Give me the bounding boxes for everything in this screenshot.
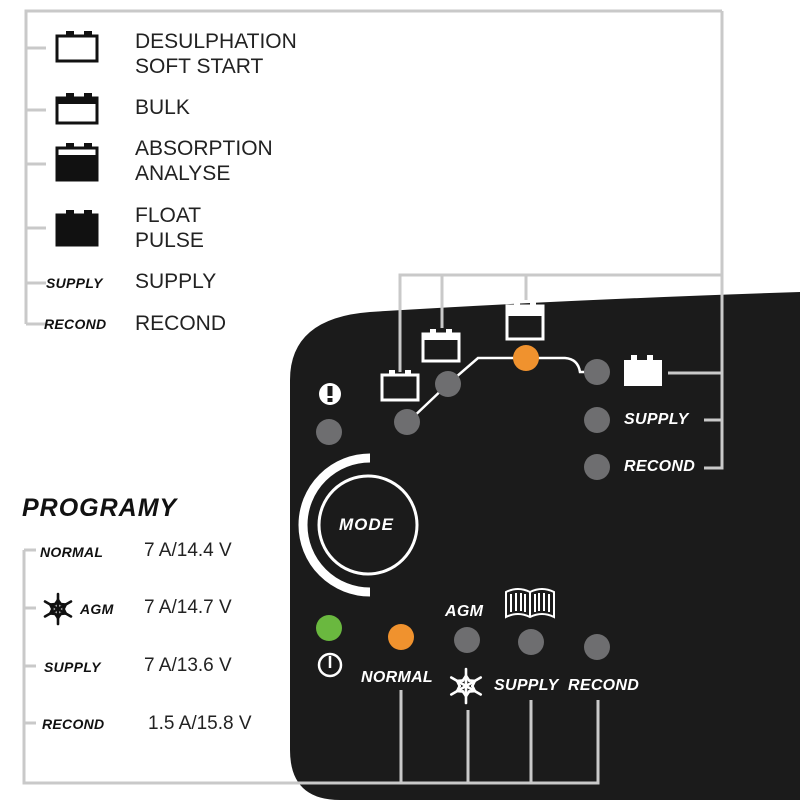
program-recond-tag: RECOND	[42, 716, 105, 732]
panel-recond-label: RECOND	[624, 458, 696, 475]
program-supply-tag: SUPPLY	[44, 659, 101, 675]
programs-bracket	[22, 548, 600, 785]
legend-supply: SUPPLY	[135, 270, 217, 293]
led-agm	[454, 627, 480, 653]
panel-battery-empty-icon	[380, 370, 420, 402]
legend-bracket	[24, 9, 724, 470]
programs-title: PROGRAMY	[22, 494, 178, 522]
led-stage-1	[394, 409, 420, 435]
panel-battery-mid-icon	[505, 301, 545, 341]
led-recond	[584, 454, 610, 480]
mode-ring	[298, 453, 371, 597]
led-supply-mode	[518, 629, 544, 655]
led-error	[316, 419, 342, 445]
battery-full-icon	[55, 210, 99, 247]
charge-curve-line	[407, 356, 598, 423]
program-normal-tag: NORMAL	[40, 544, 104, 560]
panel-agm-label: AGM	[445, 603, 484, 620]
legend-recond: RECOND	[135, 312, 227, 335]
mode-button[interactable]	[317, 474, 419, 576]
warning-icon	[319, 383, 341, 405]
led-normal	[388, 624, 414, 650]
panel-snowflake-icon	[449, 667, 483, 705]
book-icon	[505, 588, 555, 619]
panel-recond-mode-label: RECOND	[568, 677, 640, 694]
panel-normal-label: NORMAL	[361, 669, 434, 686]
legend-desulphation: DESULPHATION	[135, 30, 297, 53]
legend-analyse: ANALYSE	[135, 162, 231, 185]
led-stage-3	[513, 345, 539, 371]
panel-battery-low-icon	[421, 329, 461, 363]
legend-absorption: ABSORPTION	[135, 137, 273, 160]
legend-float: FLOAT	[135, 204, 202, 227]
panel-supply-label: SUPPLY	[624, 411, 689, 428]
program-supply-value: 7 A/13.6 V	[144, 655, 232, 676]
legend-bulk: BULK	[135, 96, 190, 119]
program-agm-tag: AGM	[80, 601, 114, 617]
panel-supply-mode-label: SUPPLY	[494, 677, 559, 694]
legend-soft-start: SOFT START	[135, 55, 264, 78]
program-recond-value: 1.5 A/15.8 V	[148, 713, 252, 734]
led-recond-mode	[584, 634, 610, 660]
led-power	[316, 615, 342, 641]
led-stage-4	[584, 359, 610, 385]
program-agm-value: 7 A/14.7 V	[144, 597, 232, 618]
snowflake-icon	[43, 592, 73, 626]
battery-mid-icon	[55, 143, 99, 182]
battery-low-icon	[55, 93, 99, 125]
led-supply	[584, 407, 610, 433]
panel-battery-full-icon	[624, 355, 662, 386]
legend-pulse: PULSE	[135, 229, 204, 252]
led-stage-2	[435, 371, 461, 397]
battery-empty-icon	[55, 31, 99, 63]
power-icon	[317, 652, 343, 678]
mode-label: MODE	[339, 515, 394, 534]
program-normal-value: 7 A/14.4 V	[144, 540, 232, 561]
legend-recond-tag: RECOND	[44, 316, 107, 332]
legend-supply-tag: SUPPLY	[46, 275, 103, 291]
